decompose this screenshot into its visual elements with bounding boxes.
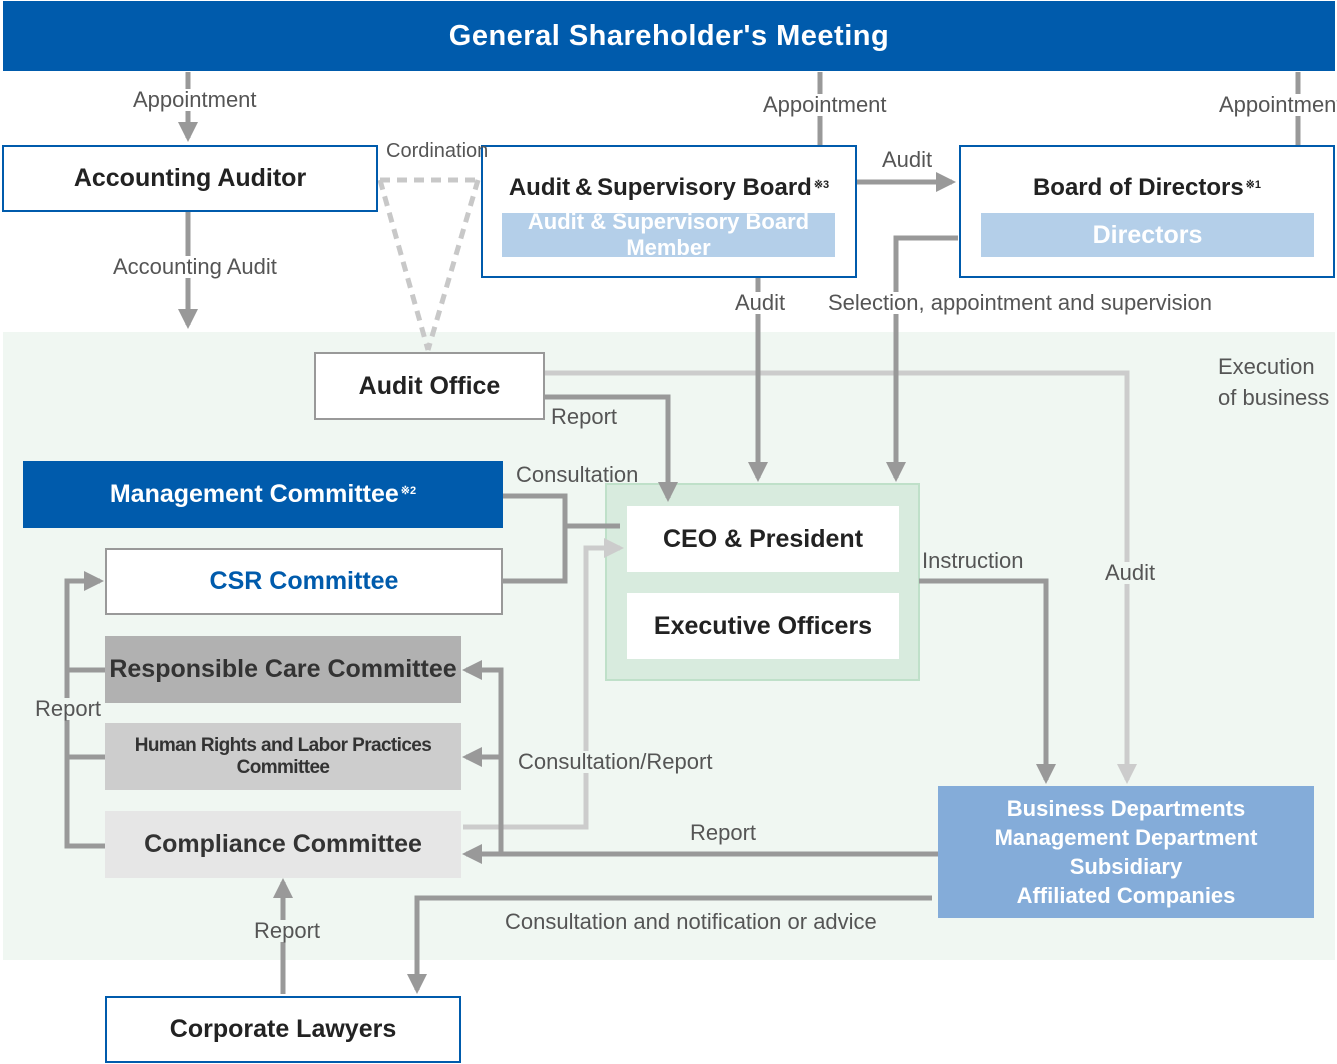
audit-board-note: ※3 (813, 178, 830, 191)
business-departments-box: Business Departments Management Departme… (938, 786, 1314, 918)
accounting-auditor-label: Accounting Auditor (73, 164, 307, 192)
report-lawyers-label: Report (252, 918, 323, 943)
affiliated-companies-label: Affiliated Companies (1016, 883, 1236, 908)
executive-officers-box: Executive Officers (627, 593, 899, 659)
report-committees-arrow (64, 571, 104, 670)
board-of-directors-label: Board of Directors (1032, 174, 1244, 201)
appointment-label-1: Appointment (131, 87, 259, 112)
audit-office-to-business-arrow (545, 370, 1137, 784)
consultation-report-label: Consultation/Report (516, 749, 715, 774)
ceo-president-label: CEO & President (662, 524, 864, 553)
shareholders-meeting-label: General Shareholder's Meeting (448, 19, 890, 52)
directors-box: Directors (981, 213, 1314, 257)
report-business-label: Report (690, 820, 757, 845)
report-office-arrow (545, 394, 678, 502)
csr-consultation-line (503, 526, 568, 584)
management-department-label: Management Department (994, 825, 1258, 850)
consultation-advice-arrow (407, 895, 932, 994)
report-committees-label: Report (34, 696, 103, 721)
responsible-care-label: Responsible Care Committee (109, 655, 457, 683)
executive-officers-label: Executive Officers (653, 611, 873, 640)
selection-arrow (886, 235, 958, 482)
responsible-care-committee-box: Responsible Care Committee (105, 636, 461, 703)
board-of-directors-note: ※1 (1245, 178, 1262, 191)
appointment-label-3: Appointment (1217, 94, 1337, 116)
csr-committee-label: CSR Committee (209, 567, 399, 595)
audit-office-label: Audit Office (358, 371, 501, 400)
cordination-label: Cordination (386, 140, 489, 162)
audit-board-to-directors-label: Audit (882, 147, 933, 172)
management-committee-label: Management Committee (109, 480, 399, 508)
selection-label: Selection, appointment and supervision (826, 290, 1215, 315)
compliance-committee-box: Compliance Committee (105, 811, 461, 878)
human-rights-label: Human Rights and Labor Practices Committ… (134, 734, 432, 778)
report-office-label: Report (551, 404, 618, 429)
compliance-label: Compliance Committee (144, 830, 422, 858)
board-of-directors-box (959, 145, 1335, 278)
coordination-line-left (377, 179, 431, 351)
management-committee-box: Management Committee※2 (23, 461, 503, 528)
audit-office-to-business-label: Audit (1103, 560, 1158, 585)
corporate-lawyers-label: Corporate Lawyers (169, 1015, 397, 1043)
business-departments-label: Business Departments (1006, 796, 1246, 821)
execution-label-1: Execution (1218, 354, 1315, 379)
instruction-arrow (919, 578, 1056, 784)
management-committee-note: ※2 (400, 485, 417, 497)
audit-to-ceo-label: Audit (733, 290, 788, 315)
audit-supervisory-board-title: Audit & Supervisory Board※3 (483, 168, 855, 208)
accounting-audit-label: Accounting Audit (111, 254, 279, 279)
consultation-report-arrow (463, 538, 624, 830)
audit-board-member-label: Audit & Supervisory Board Member (527, 209, 810, 260)
shareholders-meeting-box: General Shareholder's Meeting (3, 1, 1335, 71)
accounting-auditor-box: Accounting Auditor (2, 145, 378, 212)
report-branch-rc-arrow (462, 660, 504, 854)
board-of-directors-title: Board of Directors※1 (961, 168, 1333, 208)
coordination-line-right (425, 179, 481, 351)
instruction-label: Instruction (922, 548, 1024, 573)
audit-board-member-box: Audit & Supervisory Board Member (502, 209, 835, 260)
subsidiary-label: Subsidiary (1069, 854, 1183, 879)
audit-office-box: Audit Office (314, 352, 545, 420)
consultation-arrow (503, 493, 620, 529)
execution-label-2: of business (1218, 385, 1330, 410)
appointment-label-2: Appointment (761, 92, 889, 117)
audit-board-label: Audit & Supervisory Board (508, 174, 812, 201)
consultation-label: Consultation (516, 462, 639, 487)
corporate-lawyers-box: Corporate Lawyers (105, 996, 461, 1063)
consultation-advice-label: Consultation and notification or advice (505, 909, 877, 934)
human-rights-committee-box: Human Rights and Labor Practices Committ… (105, 723, 461, 790)
directors-label: Directors (1092, 220, 1203, 249)
csr-committee-box: CSR Committee (105, 548, 503, 615)
ceo-president-box: CEO & President (627, 506, 899, 572)
